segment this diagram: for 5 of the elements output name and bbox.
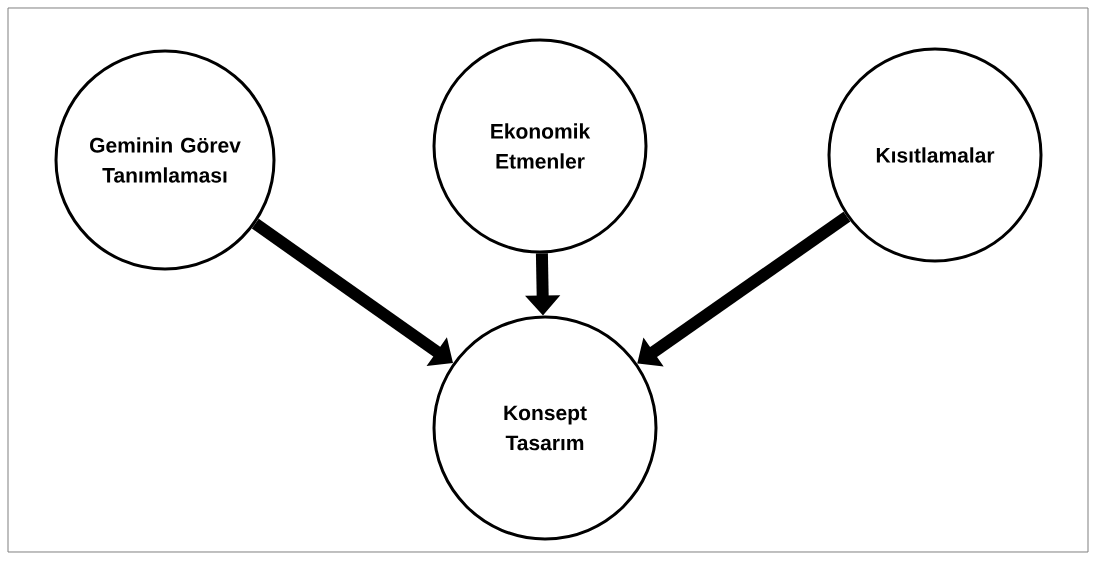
circle-node: Geminin Görev Tanımlaması (54, 49, 276, 271)
circle-node: Ekonomik Etmenler (432, 38, 648, 254)
circle-node: Kısıtlamalar (827, 47, 1043, 263)
arrow (637, 211, 851, 367)
circle-node: Konsept Tasarım (432, 315, 658, 541)
